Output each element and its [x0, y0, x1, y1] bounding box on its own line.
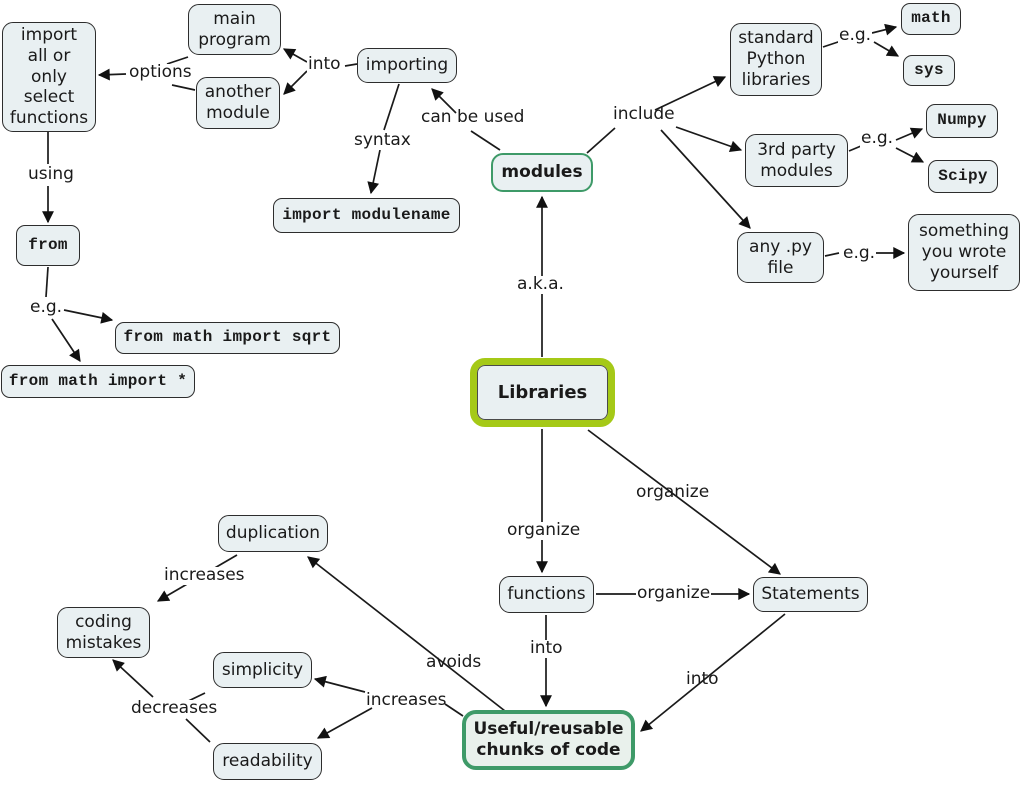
edge-label-using: using — [27, 164, 75, 184]
node-another-module[interactable]: another module — [196, 77, 280, 129]
node-math[interactable]: math — [901, 3, 961, 35]
node-import-modulename[interactable]: import modulename — [273, 198, 460, 233]
node-from-label: from — [28, 235, 68, 254]
node-coding-mistakes[interactable]: coding mistakes — [57, 607, 150, 658]
node-libraries[interactable]: Libraries — [470, 358, 615, 427]
node-standard-python-libraries[interactable]: standard Python libraries — [730, 23, 822, 96]
node-scipy-label: Scipy — [938, 166, 988, 185]
edge-label-increases-duplication: increases — [163, 565, 246, 585]
edge-label-into-importing: into — [307, 54, 342, 74]
node-import-modulename-label: import modulename — [282, 205, 451, 224]
node-any-py-file-label: any .py file — [749, 236, 812, 278]
edge-label-can-be-used: can be used — [421, 107, 525, 127]
node-from-math-import-sqrt[interactable]: from math import sqrt — [115, 322, 340, 354]
edge-label-eg-from: e.g. — [29, 297, 64, 317]
node-useful-chunks[interactable]: Useful/reusable chunks of code — [462, 710, 635, 770]
edge-label-organize-func-stmt: organize — [636, 583, 712, 603]
node-statements-label: Statements — [761, 584, 860, 605]
edge-label-into-functions: into — [529, 638, 564, 658]
node-importing[interactable]: importing — [357, 48, 457, 83]
node-readability[interactable]: readability — [213, 743, 322, 780]
node-statements[interactable]: Statements — [753, 577, 868, 612]
node-modules-label: modules — [501, 162, 583, 183]
edge-label-eg-std: e.g. — [838, 25, 873, 45]
node-scipy[interactable]: Scipy — [928, 160, 998, 193]
edge-label-include: include — [613, 104, 675, 124]
node-numpy[interactable]: Numpy — [926, 104, 998, 138]
node-from-math-import-star[interactable]: from math import * — [1, 365, 195, 398]
node-math-label: math — [911, 9, 951, 28]
edge-label-eg-3rd: e.g. — [860, 128, 895, 148]
node-from[interactable]: from — [16, 225, 80, 266]
edge-label-syntax: syntax — [353, 130, 412, 150]
node-any-py-file[interactable]: any .py file — [737, 232, 824, 283]
edge-label-avoids: avoids — [426, 652, 482, 672]
edge-label-decreases: decreases — [130, 698, 219, 718]
node-sys-label: sys — [914, 60, 944, 79]
node-third-party-modules-label: 3rd party modules — [757, 139, 836, 181]
node-standard-python-libraries-label: standard Python libraries — [738, 28, 814, 90]
node-import-select-label: import all or only select functions — [9, 25, 89, 129]
node-duplication[interactable]: duplication — [218, 515, 328, 552]
edge-label-options: options — [128, 62, 193, 82]
node-simplicity-label: simplicity — [221, 659, 304, 680]
edge-label-organize-statements: organize — [636, 482, 710, 502]
node-sys[interactable]: sys — [903, 55, 955, 86]
node-something-you-wrote-label: something you wrote yourself — [918, 221, 1009, 283]
node-from-math-import-star-label: from math import * — [8, 371, 188, 390]
node-main-program[interactable]: main program — [188, 4, 281, 55]
edge-label-into-statements: into — [686, 669, 719, 689]
node-readability-label: readability — [222, 751, 313, 772]
edge-label-organize-functions: organize — [506, 520, 582, 540]
node-numpy-label: Numpy — [937, 111, 987, 130]
node-from-math-import-sqrt-label: from math import sqrt — [123, 328, 332, 347]
node-another-module-label: another module — [204, 82, 272, 123]
node-coding-mistakes-label: coding mistakes — [65, 611, 142, 653]
node-modules[interactable]: modules — [491, 153, 593, 192]
node-duplication-label: duplication — [225, 523, 321, 544]
node-libraries-label: Libraries — [497, 381, 588, 403]
node-main-program-label: main program — [198, 8, 271, 50]
node-something-you-wrote[interactable]: something you wrote yourself — [908, 214, 1020, 291]
node-functions-label: functions — [507, 584, 586, 605]
node-useful-chunks-label: Useful/reusable chunks of code — [473, 719, 624, 760]
edge-label-eg-py: e.g. — [842, 243, 877, 263]
node-simplicity[interactable]: simplicity — [213, 652, 312, 688]
edge-label-increases-useful: increases — [366, 690, 447, 710]
node-third-party-modules[interactable]: 3rd party modules — [745, 134, 848, 187]
node-functions[interactable]: functions — [499, 576, 594, 613]
edge-label-aka: a.k.a. — [516, 274, 565, 294]
node-importing-label: importing — [365, 55, 449, 76]
node-import-select[interactable]: import all or only select functions — [2, 22, 96, 132]
